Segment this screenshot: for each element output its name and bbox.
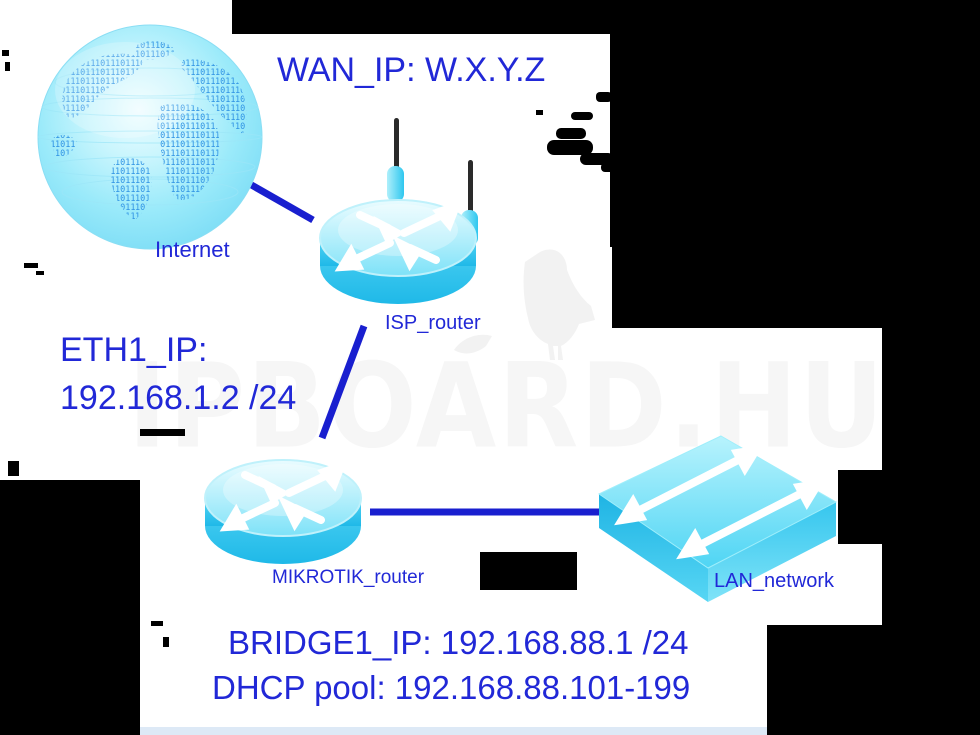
transparent-speck [547,140,593,155]
link-isp-to-mikrotik [318,324,368,440]
transparent-area [232,0,617,34]
mikrotik-router-icon [204,459,362,564]
internet-globe-icon [37,24,263,250]
isp-router-icon [319,118,478,304]
bird-watermark-icon [523,249,595,360]
transparent-area [838,470,882,544]
transparent-speck [140,429,185,436]
antenna-icon [394,118,399,173]
transparent-speck [163,637,169,647]
transparent-speck [2,50,9,56]
lan-network-label: LAN_network [714,570,835,592]
transparent-speck [24,263,38,268]
transparent-speck [8,461,19,476]
transparent-area [0,480,140,735]
transparent-area [767,625,980,735]
lan-switch-icon [597,435,838,602]
isp-router-label: ISP_router [385,312,481,334]
bird-wing-watermark-icon [454,334,492,354]
antenna-icon [468,160,473,217]
transparent-area [612,228,882,328]
transparent-speck [151,621,163,626]
bridge1-ip-annotation: BRIDGE1_IP: 192.168.88.1 /24 [228,624,689,661]
dhcp-pool-annotation: DHCP pool: 192.168.88.101-199 [212,669,691,706]
transparent-speck [536,110,543,115]
transparent-speck [596,92,612,102]
eth1-ip-annotation-line1: ETH1_IP: [60,331,208,369]
transparent-speck [571,112,593,120]
internet-label: Internet [155,237,230,262]
transparent-speck [36,271,44,275]
transparent-speck [612,85,624,105]
transparent-speck [580,153,614,165]
transparent-area [480,552,577,590]
transparent-area [882,0,980,625]
wan-ip-annotation: WAN_IP: W.X.Y.Z [277,51,546,89]
transparent-speck [5,62,10,71]
eth1-ip-annotation-line2: 192.168.1.2 /24 [60,379,297,417]
bottom-edge-strip [140,727,767,735]
mikrotik-router-label: MIKROTIK_router [272,567,425,588]
transparent-speck [601,163,617,172]
transparent-speck [556,128,586,139]
link-internet-to-isp [246,179,315,224]
